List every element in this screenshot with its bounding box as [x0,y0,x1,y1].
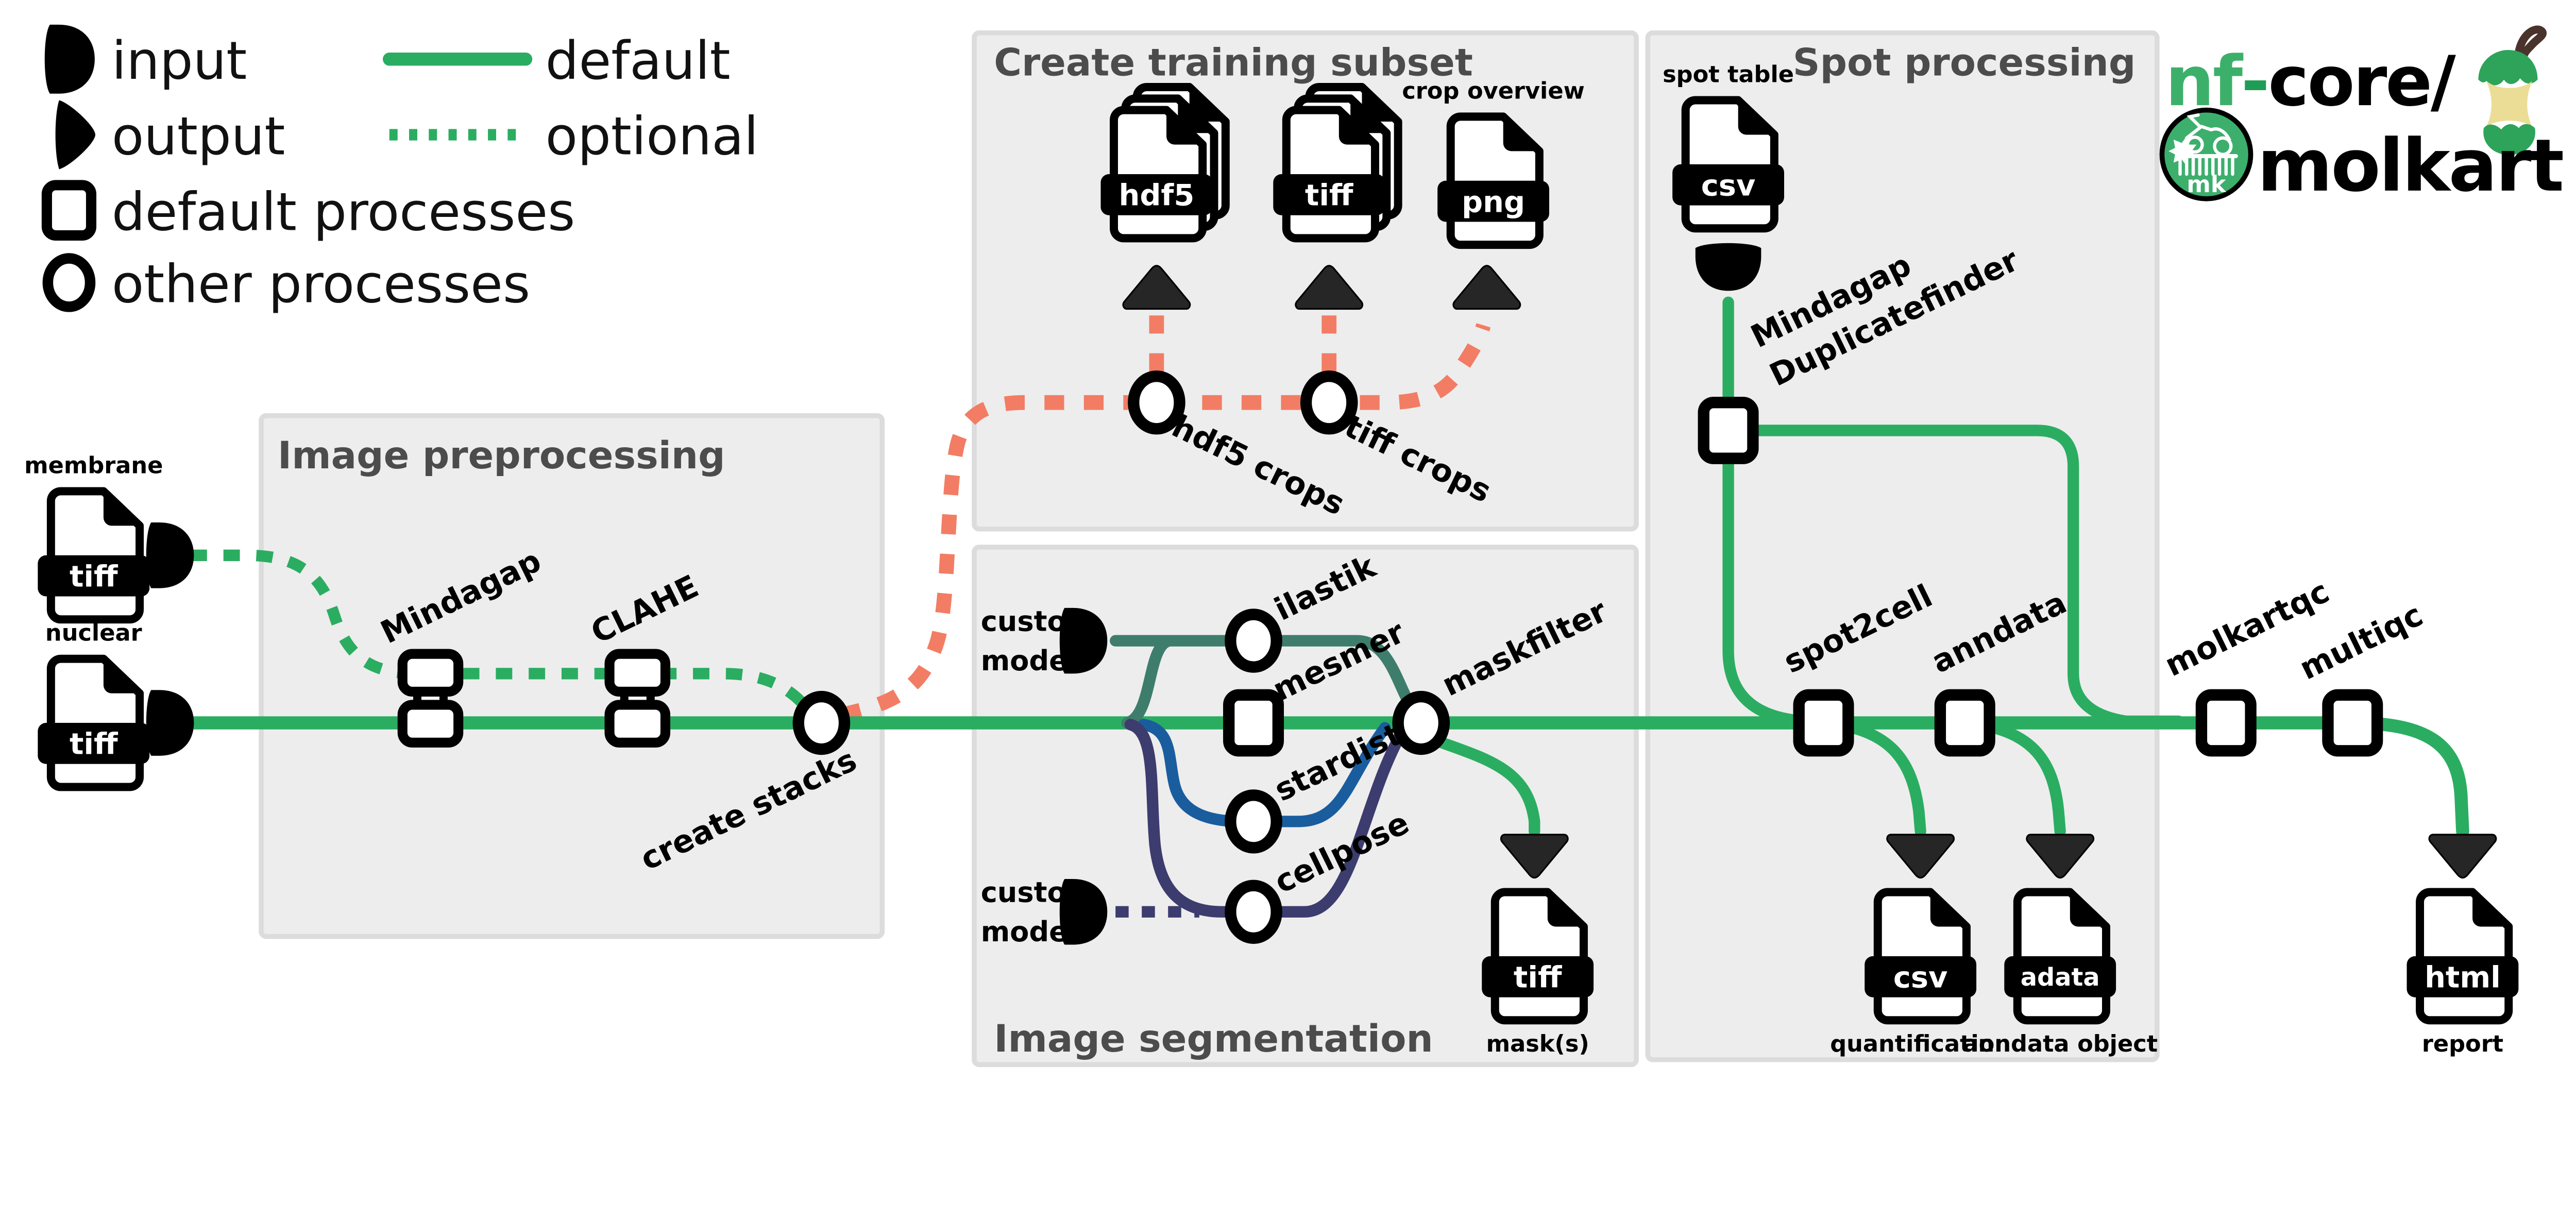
masks-label: mask(s) [1486,1030,1589,1057]
ilastik-process-icon [1230,615,1276,667]
maskfilter-process-icon [1398,697,1444,749]
quantification-label: quantification [1830,1030,2011,1057]
apple-core-icon [2478,25,2547,155]
membrane-label: membrane [24,452,163,479]
legend-default-label: default [546,30,731,92]
create-stacks-process-icon [799,697,844,749]
edge-optional-training-salmon [839,315,1491,722]
svg-text:csv: csv [1893,960,1948,994]
duplicatefinder-process-icon [1704,402,1753,458]
spot-title: Spot processing [1793,41,2136,85]
report-output-arrow-icon [2428,834,2497,879]
pipeline-diagram: Image preprocessing Create training subs… [24,24,2564,1068]
default-process-icon [47,185,91,235]
molkart-wordmark: molkart [2257,124,2563,208]
svg-text:csv: csv [1701,168,1756,202]
tiff-crops-file-icon: tiff [1273,87,1398,238]
badge-mk-label: mk [2187,171,2226,198]
input-icon [44,24,95,94]
report-label: report [2422,1030,2503,1057]
hdf5-crops-file-icon: hdf5 [1100,87,1225,238]
spot2cell-process-icon [1799,695,1849,751]
nuclear-label: nuclear [45,620,142,647]
other-process-icon [48,259,90,307]
legend-optional-label: optional [546,106,759,167]
legend: input output default processes other pro… [44,24,759,315]
membrane-tiff-file-icon: tiff [38,491,150,619]
svg-text:tiff: tiff [70,727,118,762]
segmentation-title: Image segmentation [994,1017,1433,1061]
cellpose-process-icon [1230,886,1276,938]
anndata-object-label: anndata object [1962,1030,2158,1057]
svg-text:html: html [2425,960,2501,994]
molkart-badge-icon: mk [2159,107,2253,201]
crop-overview-label: crop overview [1402,77,1585,104]
mesmer-process-icon [1229,695,1278,751]
output-icon [55,100,95,170]
masks-tiff-file-icon: tiff [1482,892,1594,1020]
legend-default-processes-label: default processes [112,181,575,243]
legend-output-label: output [112,106,285,167]
spot-table-label: spot table [1663,61,1794,88]
tiff-crops-process-icon [1306,376,1352,429]
multiqc-process-icon [2328,695,2377,751]
nuclear-input-icon [146,690,194,756]
crop-overview-png-file-icon: png [1437,116,1550,245]
spot-table-csv-file-icon: csv [1672,100,1785,229]
nf-core-molkart-logo: nf-core/ mk molkart [2159,25,2564,208]
nuclear-tiff-file-icon: tiff [38,659,150,787]
box-spot-processing [1645,30,2160,1062]
legend-other-processes-label: other processes [112,254,530,315]
legend-input-label: input [112,30,247,92]
svg-text:adata: adata [2021,963,2100,992]
svg-text:tiff: tiff [70,559,118,594]
preprocessing-title: Image preprocessing [278,434,725,478]
edge-optional-membrane [190,549,813,714]
box-image-segmentation [972,545,1639,1068]
stardist-process-icon [1230,795,1276,848]
training-title: Create training subset [994,41,1473,85]
anndata-process-icon [1940,695,1990,751]
svg-text:png: png [1462,184,1525,219]
molkartqc-process-icon [2201,695,2251,751]
svg-text:hdf5: hdf5 [1118,178,1194,213]
quantification-csv-file-icon: csv [1865,892,1977,1020]
anndata-object-adata-file-icon: adata [2004,892,2116,1020]
svg-text:tiff: tiff [1305,178,1353,213]
hdf5-crops-process-icon [1133,376,1179,429]
membrane-input-icon [146,522,194,588]
svg-text:tiff: tiff [1514,960,1562,994]
report-html-file-icon: html [2406,892,2519,1020]
